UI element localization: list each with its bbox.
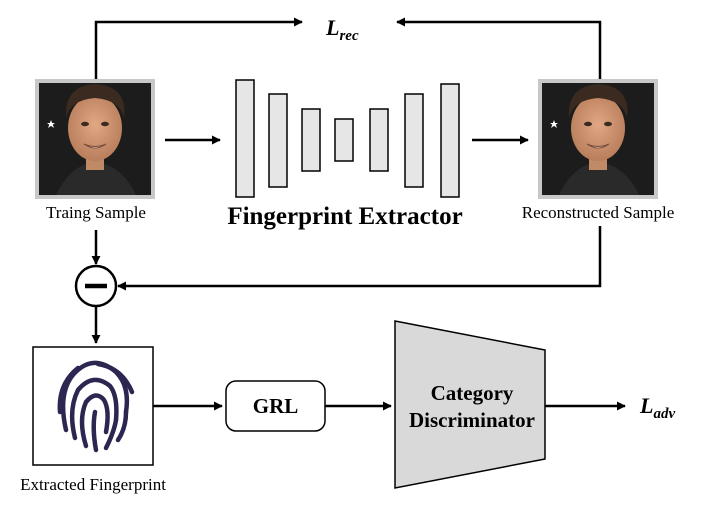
reconstructed-sample-caption: Reconstructed Sample (522, 203, 675, 222)
category-discriminator-shape (394, 320, 546, 489)
discriminator-label-line1: Category (431, 381, 514, 405)
fingerprint-extractor-label: Fingerprint Extractor (227, 203, 462, 230)
bottleneck-layer (334, 118, 354, 162)
discriminator-label-line2: Discriminator (409, 408, 535, 432)
fingerprint-extractor-network (235, 79, 460, 198)
decoder-layer-2 (404, 93, 424, 188)
decoder-layer-3 (440, 83, 460, 198)
extracted-fingerprint-image (32, 346, 154, 466)
reconstructed-sample-image (538, 79, 658, 199)
subtract-operator-icon (74, 264, 118, 308)
encoder-layer-1 (235, 79, 255, 198)
grl-label: GRL (253, 394, 299, 418)
rec-loss-arrow-left (94, 17, 303, 80)
adv-loss-label: Ladv (639, 393, 675, 422)
arrow-reconstructed-to-subtract (117, 226, 602, 291)
decoder-layer-1 (369, 108, 389, 172)
rec-loss-label: Lrec (325, 15, 359, 44)
rec-loss-arrow-right (396, 17, 602, 80)
extracted-fingerprint-caption: Extracted Fingerprint (20, 475, 166, 494)
training-sample-image (35, 79, 155, 199)
training-sample-caption: Traing Sample (46, 203, 146, 222)
fingerprint-icon (60, 360, 130, 433)
encoder-layer-3 (301, 108, 321, 172)
encoder-layer-2 (268, 93, 288, 188)
